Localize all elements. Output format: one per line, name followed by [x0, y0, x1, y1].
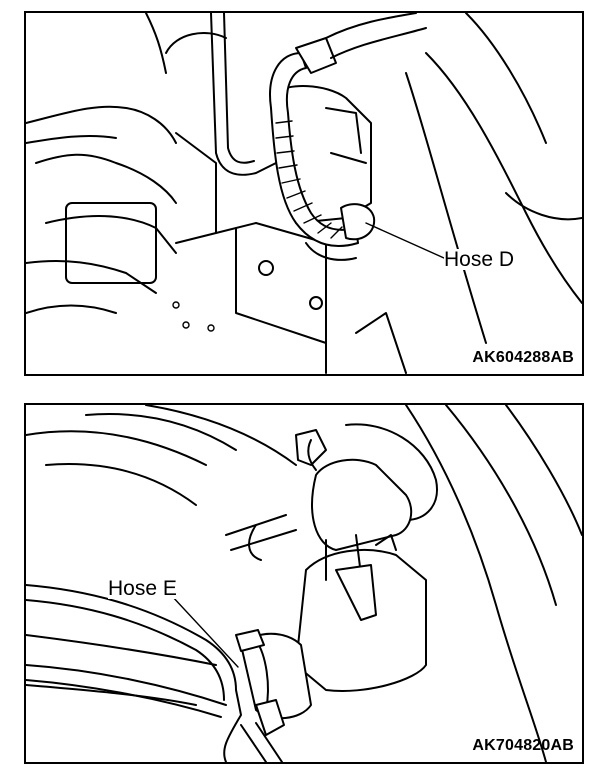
hose-e-illustration [26, 405, 582, 762]
hose-d-illustration [26, 13, 582, 374]
diagram-panel-hose-d: Hose D AK604288AB [24, 11, 584, 376]
figure-id-top: AK604288AB [472, 349, 574, 366]
hose-e-callout: Hose E [108, 577, 177, 600]
diagram-panel-hose-e: Hose E AK704820AB [24, 403, 584, 764]
figure-id-bottom: AK704820AB [472, 737, 574, 754]
hose-d-callout: Hose D [444, 248, 515, 271]
hose-e-leader-line [170, 594, 239, 668]
hose-d-leader-line [365, 222, 445, 259]
